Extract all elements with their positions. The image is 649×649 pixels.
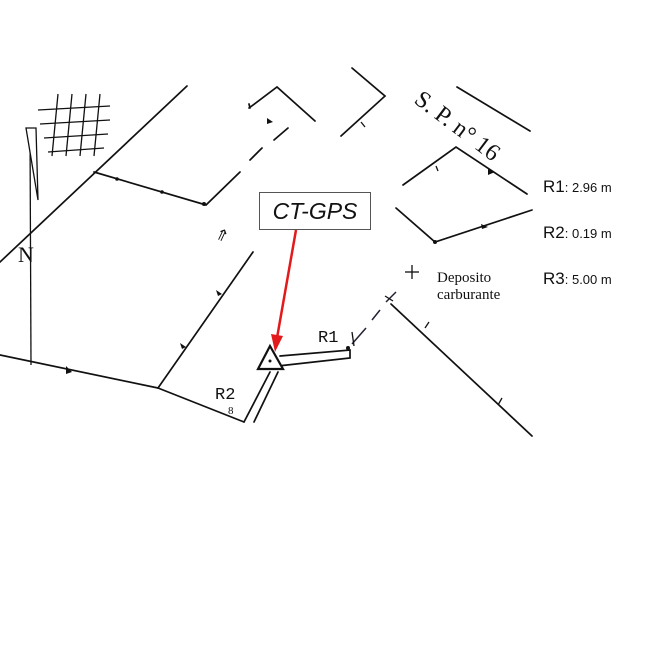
building-outline xyxy=(248,85,316,122)
legend-key: R3 xyxy=(543,269,565,288)
legend-value: 2.96 m xyxy=(571,180,612,195)
station-pointer-arrow xyxy=(275,229,298,339)
parcel-boundary xyxy=(390,303,533,437)
parcel-boundary xyxy=(93,171,241,206)
parcel-boundary xyxy=(157,251,254,389)
station-label: CT-GPS xyxy=(272,197,358,224)
parcel-boundary xyxy=(402,145,528,195)
svg-text:8: 8 xyxy=(228,405,234,417)
parcel-boundary xyxy=(395,207,533,243)
legend-value: 0.19 m xyxy=(571,226,612,241)
legend-item-r2: R2: 0.19 m xyxy=(543,223,612,242)
legend-key: R1 xyxy=(543,177,565,196)
depot-label-line2: carburante xyxy=(437,287,501,303)
road-edge xyxy=(456,86,531,132)
north-label: N xyxy=(18,242,34,267)
legend-key: R2 xyxy=(543,223,565,242)
svg-text:⇗: ⇗ xyxy=(213,225,231,246)
north-arrow-icon xyxy=(25,93,111,366)
legend-value: 5.00 m xyxy=(571,272,612,287)
marker-r2-label: R2 xyxy=(215,386,235,405)
access-path xyxy=(243,371,271,423)
depot-label-line1: Deposito xyxy=(437,270,491,286)
station-label-box: CT-GPS xyxy=(259,192,371,230)
triangle-survey-icon xyxy=(256,343,285,371)
road-label: S. P. n° 16 xyxy=(409,86,504,167)
parcel-boundary xyxy=(0,85,188,263)
marker-r1-label: R1 xyxy=(318,329,338,348)
legend-item-r1: R1: 2.96 m xyxy=(543,177,612,196)
legend-item-r3: R3: 5.00 m xyxy=(543,269,612,288)
